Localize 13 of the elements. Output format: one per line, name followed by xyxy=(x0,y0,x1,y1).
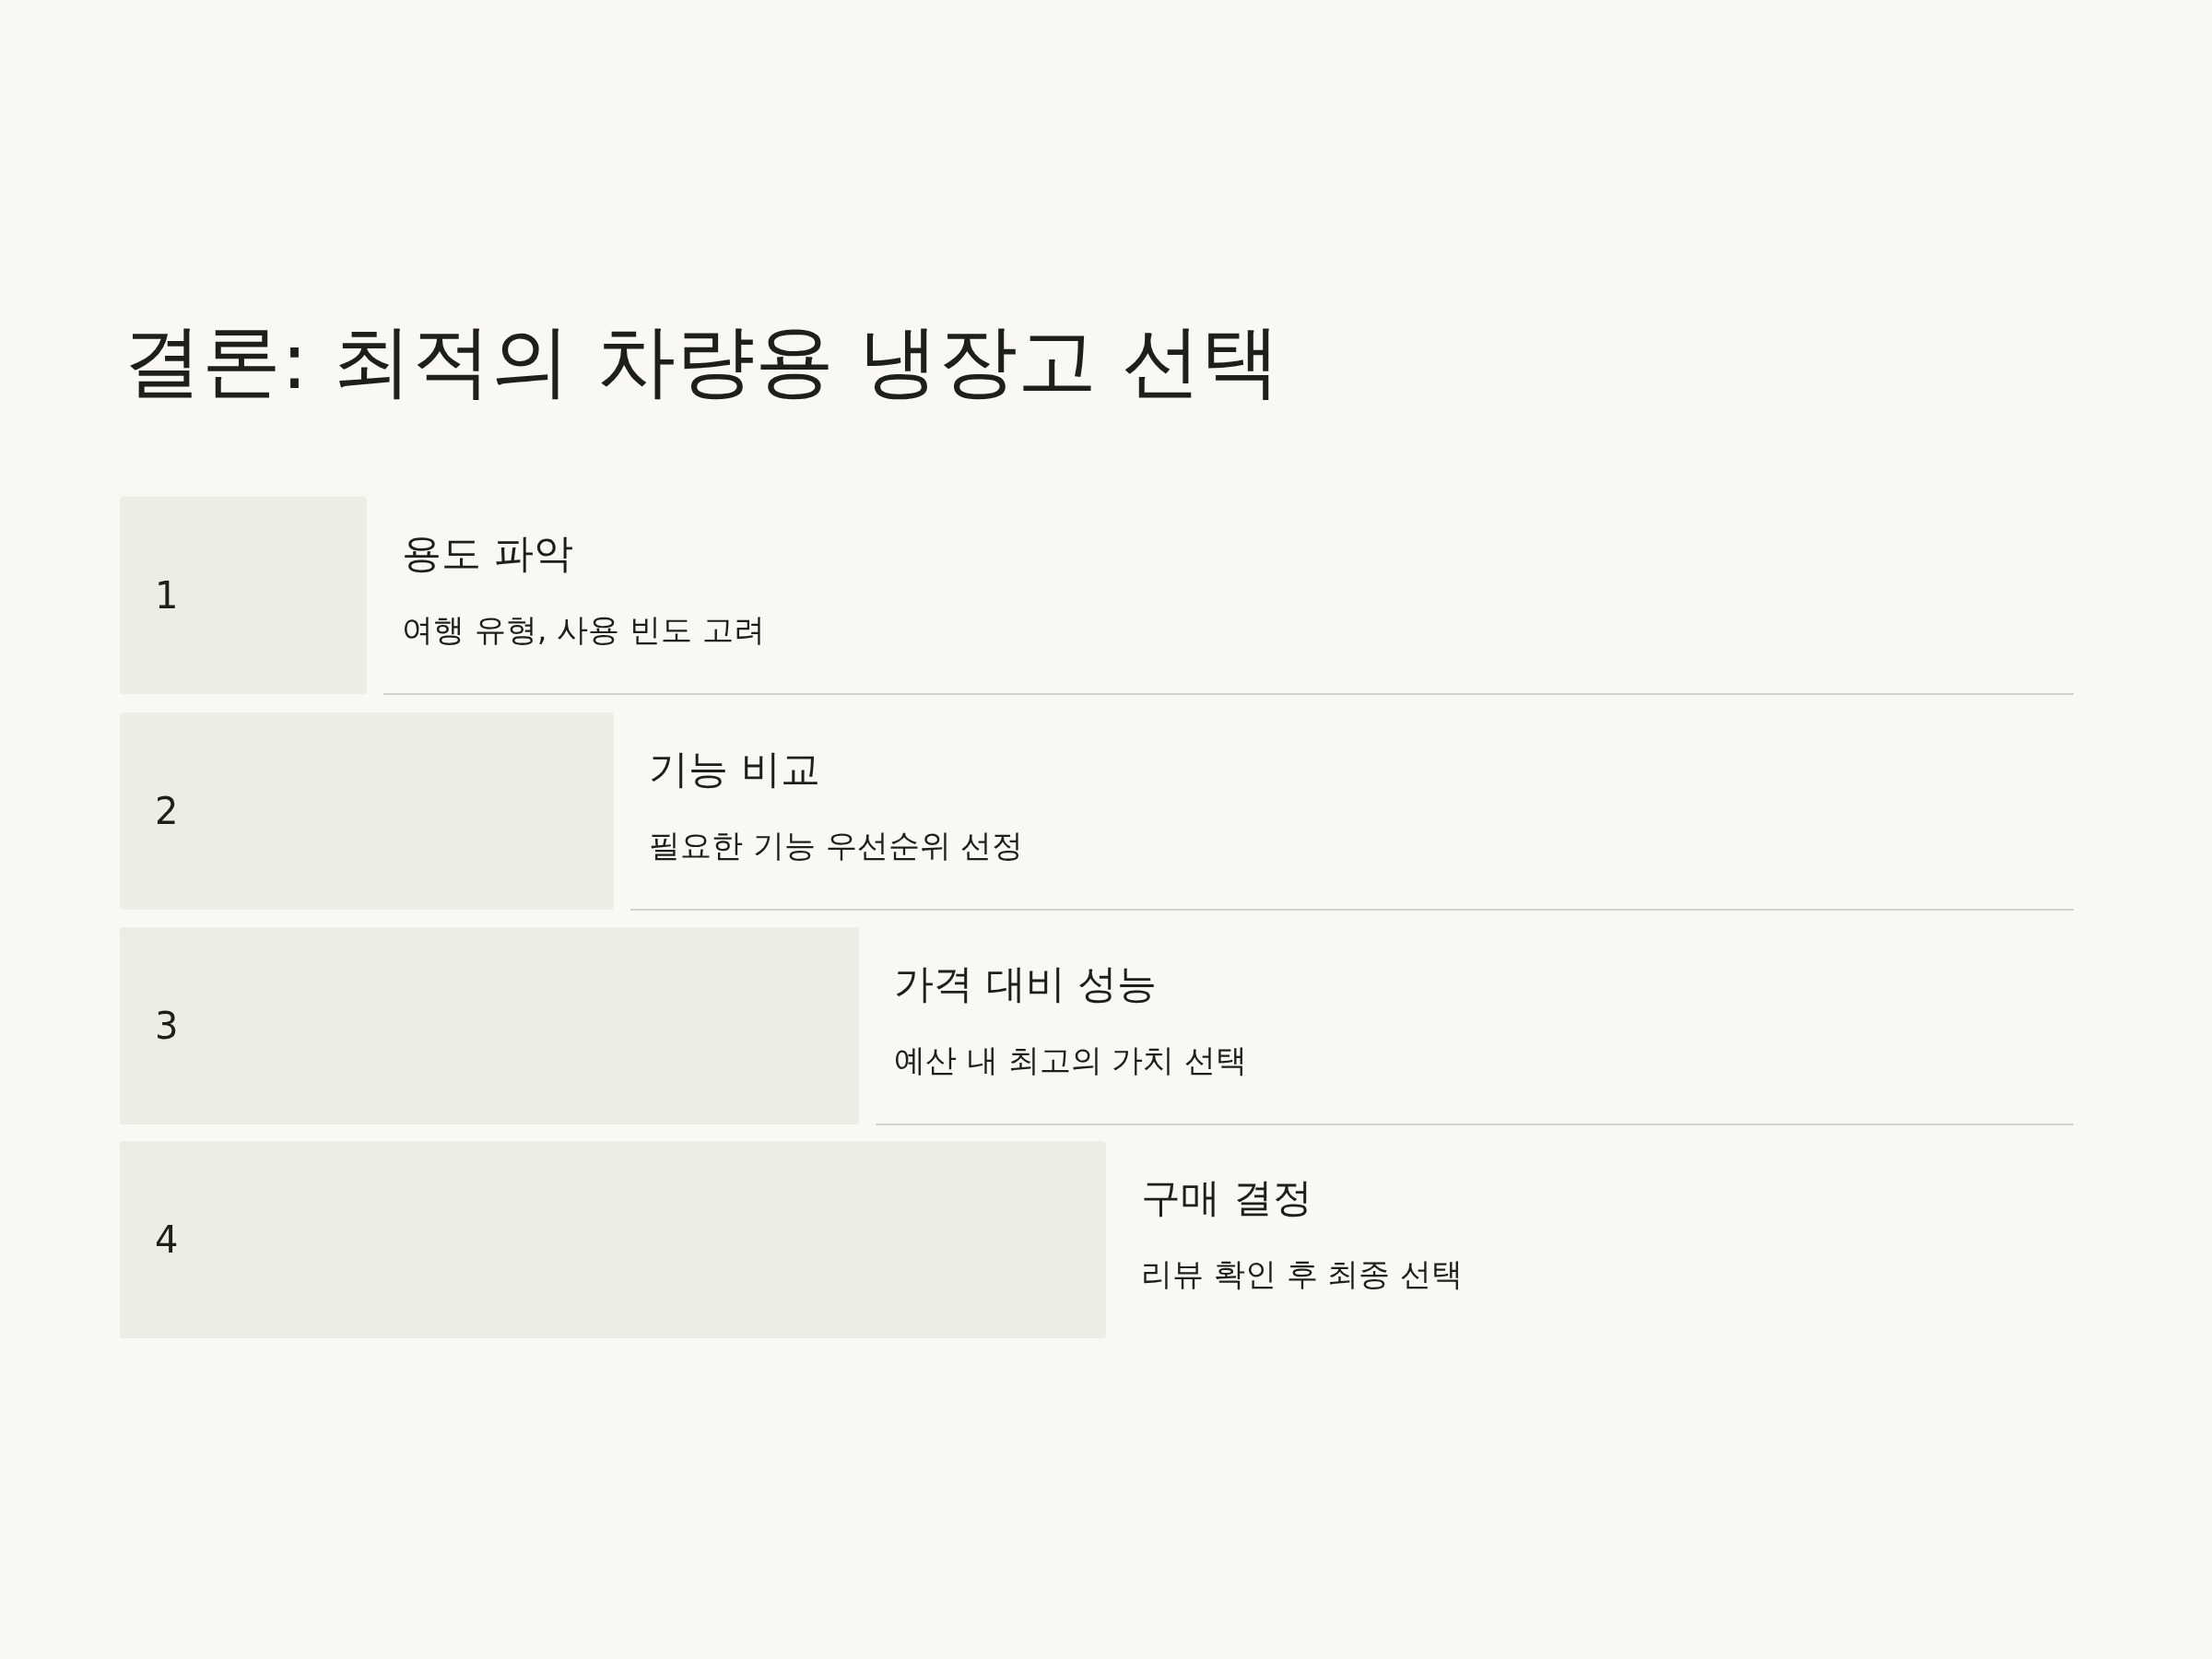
step-title: 용도 파악 xyxy=(402,529,573,578)
step-number: 2 xyxy=(155,789,179,833)
slide-title: 결론: 최적의 차량용 냉장고 선택 xyxy=(123,313,1281,408)
step-description: 필요한 기능 우선순위 선정 xyxy=(649,826,1024,865)
step-description: 여행 유형, 사용 빈도 고려 xyxy=(402,610,766,650)
step-title: 구매 결정 xyxy=(1141,1173,1312,1222)
step-description: 리뷰 확인 후 최종 선택 xyxy=(1141,1254,1464,1294)
step-number: 4 xyxy=(155,1218,179,1262)
step-number: 1 xyxy=(155,573,179,618)
step-title: 기능 비교 xyxy=(649,745,820,794)
step-title: 가격 대비 성능 xyxy=(894,959,1158,1008)
step-number: 3 xyxy=(155,1004,179,1048)
step-description: 예산 내 최고의 가치 선택 xyxy=(894,1041,1248,1080)
